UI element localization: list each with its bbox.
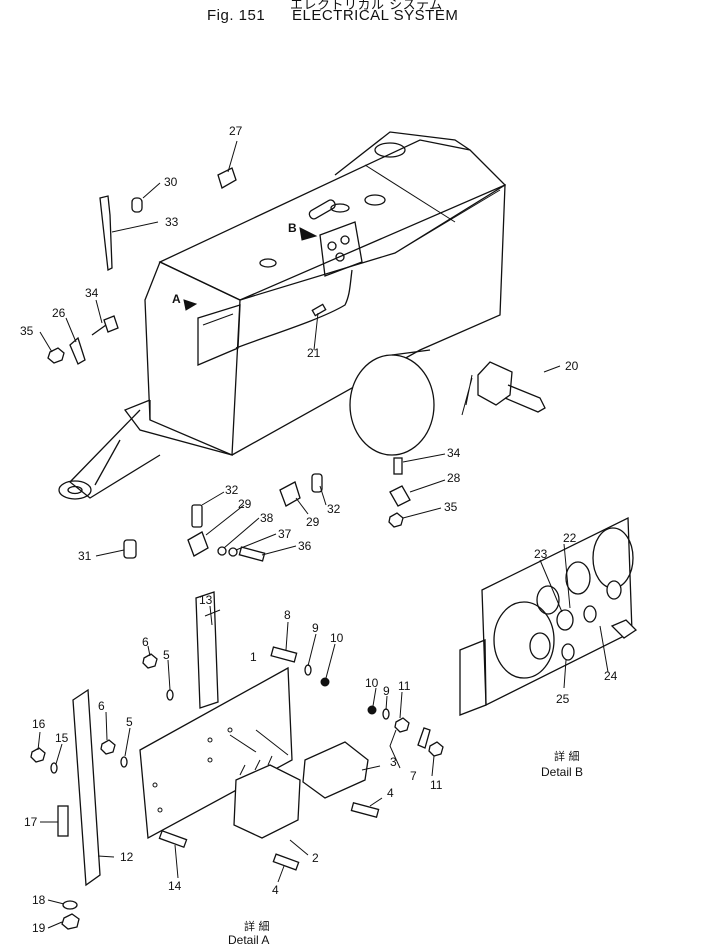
- label-11-bottom: 11: [430, 778, 443, 792]
- bolt-31: [123, 539, 137, 559]
- figure-title: ELECTRICAL SYSTEM: [292, 7, 459, 24]
- bolt-32-upper: [311, 473, 323, 493]
- terminal-7: [417, 727, 431, 749]
- label-30: 30: [164, 175, 178, 189]
- svg-text:B: B: [288, 221, 297, 235]
- label-26: 26: [52, 306, 66, 320]
- label-15: 15: [55, 731, 69, 745]
- label-34-mid: 34: [447, 446, 461, 460]
- svg-text:詳 細: 詳 細: [244, 919, 270, 933]
- label-34-top: 34: [85, 286, 99, 300]
- label-5-left: 5: [126, 715, 133, 729]
- label-22: 22: [563, 531, 577, 545]
- detail-a-assembly: [30, 591, 444, 930]
- detail-a-caption: 詳 細 Detail A: [228, 919, 270, 947]
- label-31: 31: [78, 549, 92, 563]
- label-16: 16: [32, 717, 46, 731]
- bolt-17: [57, 805, 69, 837]
- view-marker-b: B: [288, 221, 318, 241]
- leader-lines: [37, 140, 609, 929]
- compressor-body: [58, 131, 507, 500]
- label-7: 7: [410, 769, 417, 783]
- label-1: 1: [250, 650, 257, 664]
- label-20: 20: [565, 359, 579, 373]
- label-18: 18: [32, 893, 46, 907]
- clamp-27: [217, 167, 237, 189]
- cap-30: [131, 197, 143, 213]
- label-12: 12: [120, 850, 134, 864]
- label-35-right: 35: [444, 500, 458, 514]
- label-32-left: 32: [225, 483, 239, 497]
- bolt-4-lower: [272, 853, 300, 871]
- bolt-32-lower: [191, 504, 203, 528]
- label-11-top: 11: [398, 679, 411, 693]
- label-8: 8: [284, 608, 291, 622]
- label-29-left: 29: [238, 497, 252, 511]
- connector-21: [311, 303, 327, 317]
- nut-35-right: [388, 512, 404, 528]
- detail-b-caption: 詳 細 Detail B: [541, 749, 583, 779]
- label-4-bottom: 4: [272, 883, 279, 897]
- label-10-right: 10: [365, 676, 379, 690]
- bolt-34-right: [393, 457, 403, 475]
- label-6-left: 6: [98, 699, 105, 713]
- label-24: 24: [604, 669, 618, 683]
- washer-37: [228, 547, 238, 557]
- label-33: 33: [165, 215, 179, 229]
- detail-b-panel: [459, 516, 638, 716]
- clamp-26: [69, 336, 86, 365]
- bolt-8: [270, 646, 298, 663]
- clamp-29-upper: [279, 481, 301, 507]
- label-14: 14: [168, 879, 182, 893]
- bolt-36: [238, 546, 266, 562]
- svg-text:詳 細: 詳 細: [554, 749, 580, 763]
- label-23: 23: [534, 547, 548, 561]
- svg-text:Detail B: Detail B: [541, 765, 583, 779]
- bolt-14: [158, 829, 188, 849]
- clamp-28: [389, 485, 411, 507]
- label-6-top: 6: [142, 635, 149, 649]
- clamp-29-lower: [187, 531, 209, 557]
- label-4-right: 4: [387, 786, 394, 800]
- washer-38: [217, 546, 227, 556]
- label-13: 13: [199, 593, 213, 607]
- svg-text:A: A: [172, 292, 181, 306]
- cable-tie-33: [99, 195, 113, 271]
- label-2: 2: [312, 851, 319, 865]
- label-10-left: 10: [330, 631, 344, 645]
- label-21: 21: [307, 346, 321, 360]
- view-marker-a: A: [172, 292, 198, 311]
- part-number-labels: 27 30 33 34 26 35 20 21 34 28 35 32 29 2…: [20, 124, 618, 935]
- label-27: 27: [229, 124, 243, 138]
- label-37: 37: [278, 527, 292, 541]
- label-3: 3: [390, 755, 397, 769]
- label-25: 25: [556, 692, 570, 706]
- label-19: 19: [32, 921, 46, 935]
- label-32-right: 32: [327, 502, 341, 516]
- label-5-top: 5: [163, 648, 170, 662]
- label-28: 28: [447, 471, 461, 485]
- bolt-34-left: [91, 315, 119, 336]
- label-35-left: 35: [20, 324, 34, 338]
- bolt-4-right: [350, 801, 380, 819]
- japanese-title: エレクトリカル システム: [290, 0, 443, 13]
- label-38: 38: [260, 511, 274, 525]
- label-9-right: 9: [383, 684, 390, 698]
- label-17: 17: [24, 815, 38, 829]
- switch-20: [461, 361, 546, 416]
- label-9-left: 9: [312, 621, 319, 635]
- figure-number: Fig. 151: [207, 7, 266, 24]
- label-36: 36: [298, 539, 312, 553]
- label-29-right: 29: [306, 515, 320, 529]
- svg-text:Detail A: Detail A: [228, 933, 269, 947]
